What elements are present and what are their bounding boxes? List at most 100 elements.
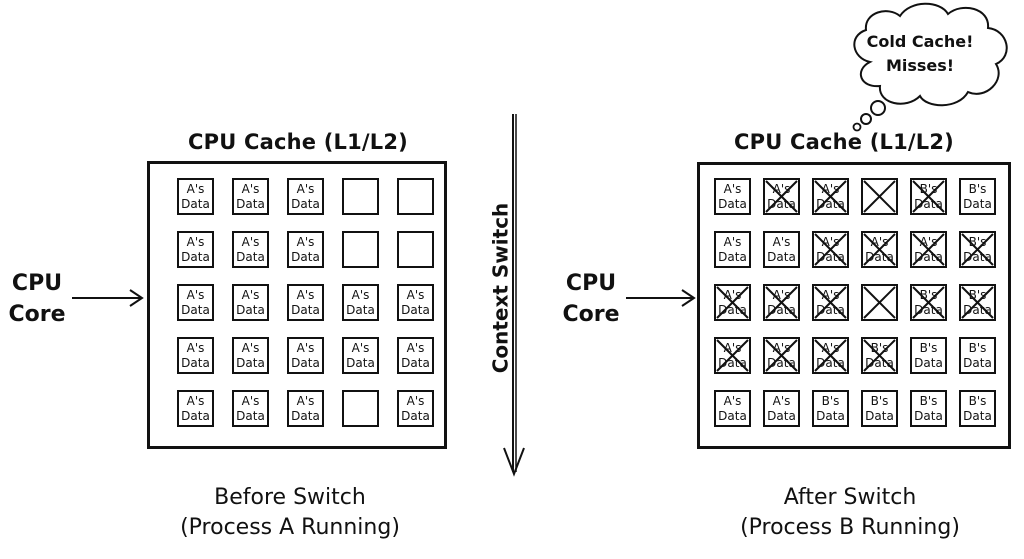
cache-line-data-label: Data <box>963 249 992 264</box>
after-core-line2: Core <box>562 302 620 327</box>
cache-line-owner: B's <box>870 393 889 408</box>
eviction-cross-icon <box>863 339 896 372</box>
thought-bubble-text: Cold Cache! Misses! <box>850 30 990 78</box>
cache-line-owner: A's <box>186 340 205 355</box>
thought-bubble-icon <box>852 2 1008 132</box>
cache-line-data-label: Data <box>865 408 894 423</box>
cache-line-owner: A's <box>186 181 205 196</box>
cache-line-data-label: Data <box>181 408 210 423</box>
cache-line-data-label: Data <box>718 196 747 211</box>
cache-line-data-label: Data <box>181 249 210 264</box>
cache-line-owner: A's <box>241 181 260 196</box>
cache-line-data-label: Data <box>346 302 375 317</box>
cache-line-data-label: Data <box>181 355 210 370</box>
cache-line-owner: B's <box>968 340 987 355</box>
before-cache-line-empty <box>397 178 434 215</box>
before-cache-line-empty <box>342 390 379 427</box>
cache-line-data-label: Data <box>767 355 796 370</box>
after-cache-title: CPU Cache (L1/L2) <box>734 130 954 154</box>
cache-line-owner: A's <box>296 393 315 408</box>
after-caption: After Switch (Process B Running) <box>715 483 985 543</box>
thought-bubble-line1: Cold Cache! <box>866 32 974 51</box>
cache-line-data-label: Data <box>291 355 320 370</box>
cache-line-data-label: Data <box>291 408 320 423</box>
cache-line-owner: A's <box>241 393 260 408</box>
before-core-arrow-icon <box>72 289 144 307</box>
cache-line-data-label: Data <box>914 355 943 370</box>
eviction-cross-icon <box>814 339 847 372</box>
cache-line-owner: A's <box>772 234 791 249</box>
cache-line-data-label: Data <box>914 249 943 264</box>
cache-line-owner: A's <box>186 234 205 249</box>
eviction-cross-icon <box>765 180 798 213</box>
cache-line-owner: A's <box>296 234 315 249</box>
eviction-cross-icon <box>863 180 896 213</box>
context-switch-label: Context Switch <box>487 202 512 374</box>
after-caption-line1: After Switch <box>783 485 917 510</box>
cache-line-data-label: Data <box>963 302 992 317</box>
eviction-cross-icon <box>912 180 945 213</box>
cache-line-data-label: Data <box>401 302 430 317</box>
eviction-cross-icon <box>716 286 749 319</box>
cache-line-owner: A's <box>241 234 260 249</box>
cache-line-data-label: Data <box>181 302 210 317</box>
cache-line-data-label: Data <box>767 302 796 317</box>
cache-line-owner: A's <box>406 340 425 355</box>
cache-line-owner: A's <box>723 181 742 196</box>
cache-line-owner: A's <box>296 287 315 302</box>
cache-line-owner: A's <box>406 287 425 302</box>
cache-line-owner: A's <box>351 340 370 355</box>
before-cpu-core-label: CPU Core <box>2 268 72 330</box>
after-cache-line-evicted-empty <box>861 178 898 215</box>
after-cache-line-evicted-empty <box>861 284 898 321</box>
eviction-cross-icon <box>716 339 749 372</box>
before-cache-line-empty <box>342 231 379 268</box>
cache-line-data-label: Data <box>718 302 747 317</box>
cache-line-data-label: Data <box>865 249 894 264</box>
before-cache-line-empty <box>397 231 434 268</box>
cache-line-owner: A's <box>351 287 370 302</box>
cache-line-owner: A's <box>406 393 425 408</box>
cache-line-data-label: Data <box>346 355 375 370</box>
cache-line-data-label: Data <box>236 302 265 317</box>
cache-line-data-label: Data <box>236 355 265 370</box>
cache-line-owner: A's <box>723 393 742 408</box>
cache-line-data-label: Data <box>767 408 796 423</box>
before-caption-line1: Before Switch <box>214 485 366 510</box>
cache-line-owner: A's <box>772 393 791 408</box>
before-cache-line-empty <box>342 178 379 215</box>
